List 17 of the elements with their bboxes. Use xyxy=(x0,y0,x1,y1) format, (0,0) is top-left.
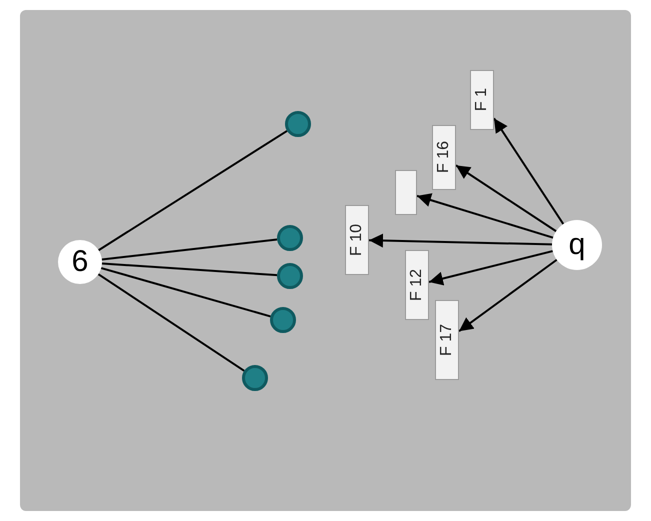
arrow xyxy=(368,234,552,248)
leader-line xyxy=(98,130,288,252)
arrow xyxy=(428,250,553,286)
leader-line xyxy=(98,273,245,372)
arrow xyxy=(416,193,554,239)
arrow xyxy=(458,258,558,332)
arrow xyxy=(455,164,557,232)
cable-tag: F 17 xyxy=(435,300,459,380)
arrow xyxy=(493,118,564,225)
cable-tag xyxy=(395,170,417,215)
cable-tag: F 1 xyxy=(470,70,494,130)
cable-tag: F 16 xyxy=(432,125,456,190)
leader-line xyxy=(102,262,278,276)
cable-tag: F 10 xyxy=(345,205,369,275)
leader-line xyxy=(100,267,271,318)
cable-tag: F 12 xyxy=(405,250,429,320)
leader-line xyxy=(102,238,278,260)
